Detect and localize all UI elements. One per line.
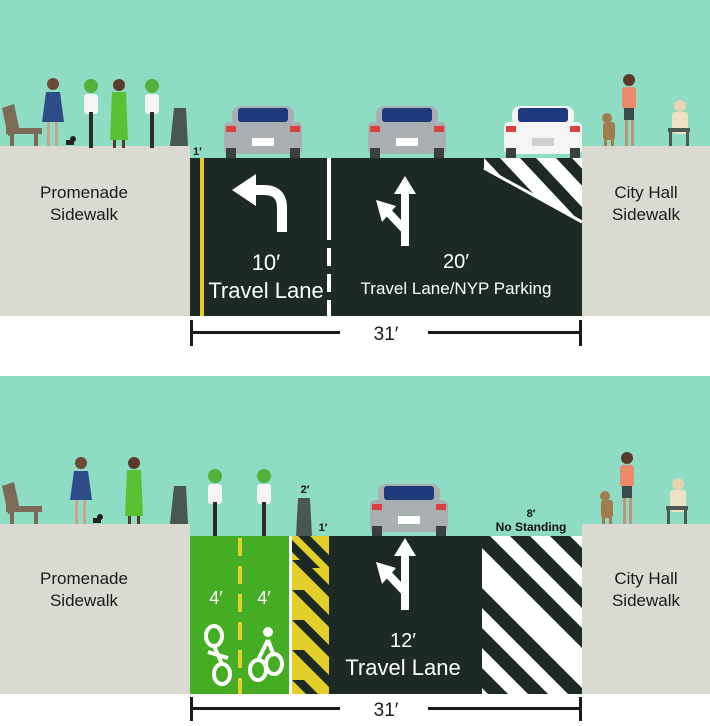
left-sidewalk-label-line1: Promenade <box>40 183 128 202</box>
cyclist-icon <box>84 79 98 148</box>
barrier-width-label: 2′ <box>301 484 310 496</box>
total-width-dimension: 31′ <box>190 320 582 346</box>
right-sidewalk-label-line1: City Hall <box>614 183 677 202</box>
bike-lane-1-width-label: 4′ <box>209 588 223 608</box>
bench-icon <box>2 482 42 524</box>
pedestrian-icon <box>125 457 143 524</box>
total-width-dimension: 31′ <box>190 697 582 721</box>
lane-divider-dash <box>327 300 331 316</box>
left-sidewalk-label-line1: Promenade <box>40 569 128 588</box>
left-turn-arrow-icon <box>232 174 287 232</box>
bench-icon <box>2 104 42 146</box>
bike-lane-2-width-label: 4′ <box>257 588 271 608</box>
through-left-arrow-icon <box>376 538 416 610</box>
bollard-icon <box>296 498 312 536</box>
existing-section: 1′ 10′ Travel Lane 20′ Travel Lane/NYP P… <box>0 0 710 346</box>
car-gray-left <box>224 106 302 158</box>
bollard-icon <box>170 486 188 524</box>
proposed-section: 4′ 4′ 12′ Travel Lane 2′ 1′ 8′ No Standi… <box>0 376 710 721</box>
dog-icon <box>66 136 76 145</box>
left-sidewalk <box>0 146 190 316</box>
left-sidewalk <box>0 524 190 694</box>
travel-lane-name-label: Travel Lane <box>345 655 460 680</box>
dog-icon <box>602 113 615 146</box>
bike-lane-marking-icon <box>248 627 284 682</box>
right-sidewalk <box>582 146 710 316</box>
sky-background <box>0 376 710 536</box>
lane1-width-label: 10′ <box>252 250 281 275</box>
dog-icon <box>600 491 613 524</box>
right-sidewalk-label-line2: Sidewalk <box>612 591 681 610</box>
no-standing-width-label: 8′ <box>527 508 536 520</box>
car-gray <box>370 484 448 536</box>
buffer-width-label: 1′ <box>193 146 202 158</box>
bike-lane <box>190 536 290 694</box>
through-left-arrow-icon <box>376 176 416 246</box>
pedestrian-icon <box>42 78 64 146</box>
right-sidewalk <box>582 524 710 694</box>
no-standing-hatch <box>482 536 582 694</box>
left-sidewalk-label-line2: Sidewalk <box>50 591 119 610</box>
pedestrian-icon <box>620 452 634 524</box>
yellow-buffer-line <box>200 158 204 316</box>
bike-lane-marking-icon <box>204 624 232 686</box>
cyclist-icon <box>208 469 222 536</box>
travel-lane-width-label: 12′ <box>390 630 416 652</box>
barrier-hatch <box>292 536 329 694</box>
cyclist-icon <box>145 79 159 148</box>
lane1-name-label: Travel Lane <box>208 278 323 303</box>
car-gray-middle <box>368 106 446 158</box>
wheelchair-user-icon <box>668 100 690 146</box>
pedestrian-icon <box>110 79 128 148</box>
pedestrian-icon <box>70 457 92 524</box>
bike-lane-center-line <box>238 538 242 694</box>
lane2-width-label: 20′ <box>443 251 469 273</box>
cyclist-icon <box>257 469 271 536</box>
dog-icon <box>93 514 103 523</box>
right-sidewalk-label-line2: Sidewalk <box>612 205 681 224</box>
buffer-width-label: 1′ <box>319 522 328 534</box>
lane-divider-dash <box>327 274 331 292</box>
pedestrian-icon <box>622 74 636 146</box>
bike-lane-edge-line <box>289 536 292 694</box>
no-standing-name-label: No Standing <box>496 520 567 534</box>
lane2-name-label: Travel Lane/NYP Parking <box>361 279 552 298</box>
wheelchair-user-icon <box>666 478 688 524</box>
bollard-icon <box>170 108 188 146</box>
car-white-parked <box>504 106 582 158</box>
lane-divider-solid <box>327 158 331 240</box>
left-sidewalk-label-line2: Sidewalk <box>50 205 119 224</box>
total-width-label: 31′ <box>374 324 399 345</box>
lane-divider-dash <box>327 248 331 266</box>
total-width-label: 31′ <box>374 700 399 721</box>
right-sidewalk-label-line1: City Hall <box>614 569 677 588</box>
